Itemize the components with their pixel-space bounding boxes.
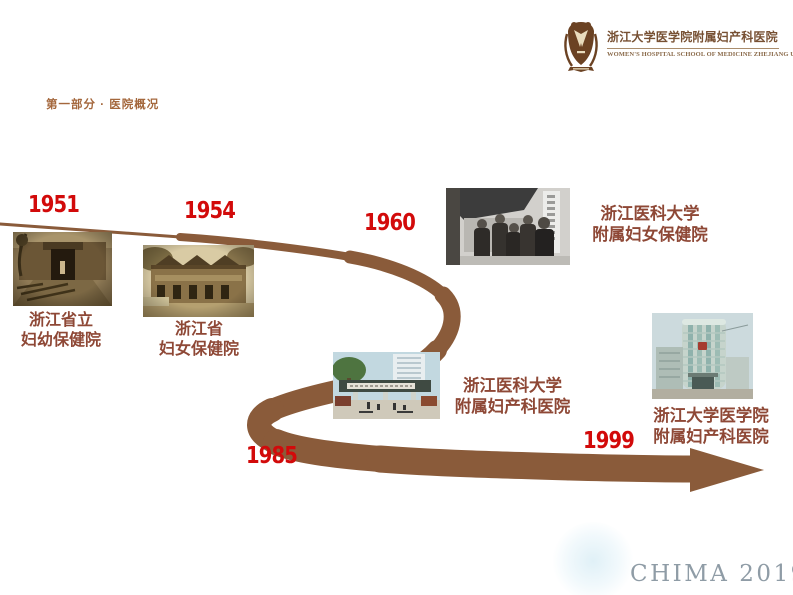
milestone-photo-1960 [446, 188, 570, 265]
year-label-1999: 1999 [583, 428, 635, 454]
footer-watermark: CHIMA 2019 [630, 561, 793, 587]
watermark-blob [552, 522, 634, 595]
milestone-label-line2: 附属妇女保健院 [592, 225, 708, 244]
logo-subtitle-en: WOMEN'S HOSPITAL SCHOOL OF MEDICINE ZHEJ… [607, 48, 793, 58]
milestone-label-1999: 浙江大学医学院 附属妇产科医院 [645, 406, 777, 448]
milestone-label-line1: 浙江医科大学 [600, 205, 700, 223]
milestone-label-line1: 浙江大学医学院 [653, 407, 769, 425]
year-label-1951: 1951 [28, 192, 80, 218]
year-label-1960: 1960 [364, 210, 416, 236]
milestone-photo-1954 [143, 245, 254, 317]
milestone-label-1951: 浙江省立 妇幼保健院 [6, 311, 116, 352]
arrowhead [690, 448, 764, 492]
milestone-photo-1999 [652, 313, 753, 399]
milestone-label-1960: 浙江医科大学 附属妇女保健院 [580, 204, 720, 246]
milestone-photo-1985 [333, 352, 440, 419]
milestone-label-line2: 附属妇产科医院 [653, 427, 769, 446]
milestone-label-line2: 妇女保健院 [158, 341, 239, 359]
logo-title-cn: 浙江大学医学院附属妇产科医院 [607, 30, 778, 44]
hospital-crest-icon [564, 22, 598, 72]
milestone-label-1985: 浙江医科大学 附属妇产科医院 [445, 376, 580, 418]
milestone-label-1954: 浙江省 妇女保健院 [140, 320, 258, 361]
milestone-label-line2: 妇幼保健院 [20, 332, 101, 350]
section-label: 第一部分 · 医院概况 [46, 99, 160, 111]
milestone-label-line1: 浙江医科大学 [463, 377, 562, 395]
milestone-label-line1: 浙江省立 [28, 312, 93, 329]
hospital-logo: 浙江大学医学院附属妇产科医院 WOMEN'S HOSPITAL SCHOOL O… [563, 18, 793, 76]
milestone-photo-1951 [13, 232, 112, 306]
year-label-1985: 1985 [246, 443, 298, 469]
milestone-label-line1: 浙江省 [174, 321, 223, 338]
year-label-1954: 1954 [184, 198, 236, 224]
milestone-label-line2: 附属妇产科医院 [454, 397, 571, 416]
